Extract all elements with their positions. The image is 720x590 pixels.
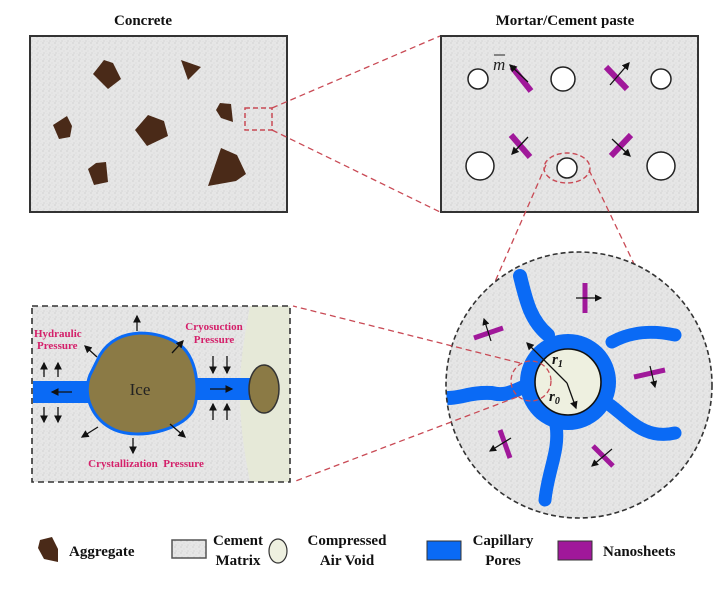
capillary-pore bbox=[603, 398, 682, 441]
air-voids bbox=[465, 66, 676, 181]
circle-orientation-vectors bbox=[482, 294, 658, 467]
cement-matrix-swatch bbox=[171, 539, 207, 559]
cryosuction-label-2: Pressure bbox=[194, 334, 235, 346]
crystallization-arrow bbox=[171, 340, 184, 354]
air-void bbox=[556, 157, 578, 179]
zoom-line bbox=[271, 129, 441, 213]
aggregate-swatch bbox=[38, 537, 58, 562]
orientation-arrow bbox=[511, 136, 529, 155]
r1-arrow bbox=[526, 342, 568, 384]
legend-label: Cement bbox=[213, 533, 263, 549]
zoom-line bbox=[271, 35, 441, 109]
mortar-title: Mortar/Cement paste bbox=[496, 13, 635, 29]
legend-item-capillary-pores: Capillary Pores bbox=[426, 533, 534, 569]
legend-label: Compressed bbox=[308, 533, 388, 549]
capillary-pore bbox=[538, 418, 564, 507]
hydraulic-label-1: Hydraulic bbox=[34, 328, 82, 340]
orientation-arrow bbox=[488, 437, 512, 452]
crystallization-arrow bbox=[80, 426, 99, 438]
legend-label: Aggregate bbox=[69, 544, 135, 560]
capillary-pore bbox=[513, 269, 555, 342]
nanosheet bbox=[633, 367, 666, 380]
orientation-arrow bbox=[649, 365, 658, 389]
aggregate bbox=[53, 116, 72, 139]
aggregate bbox=[181, 60, 201, 80]
compressed-air-void bbox=[534, 348, 602, 416]
air-void bbox=[650, 68, 672, 90]
orientation-arrow bbox=[509, 64, 529, 83]
nanosheets-swatch bbox=[557, 540, 593, 561]
crystallization-arrow bbox=[169, 423, 186, 438]
zoom-region-circle bbox=[510, 360, 552, 402]
air-void-detail: r1 r0 bbox=[445, 251, 713, 519]
crystallization-label: Crystallization Pressure bbox=[88, 458, 204, 470]
nanosheet bbox=[608, 132, 634, 159]
aggregate bbox=[88, 162, 108, 185]
r1-label: r1 bbox=[552, 352, 563, 370]
aggregate bbox=[216, 103, 233, 122]
ice-detail-panel: Ice Hydraulic Pressure Cryosuction Press… bbox=[31, 305, 291, 483]
detail-circle-border bbox=[445, 251, 713, 519]
circle-nanosheets bbox=[473, 283, 666, 468]
legend: Aggregate Cement Matrix Compressed Air V… bbox=[38, 533, 676, 569]
air-void-swatch bbox=[268, 538, 288, 564]
concrete-panel bbox=[29, 35, 288, 213]
aggregate bbox=[93, 60, 121, 89]
mortar-box bbox=[440, 35, 699, 213]
orientation-arrow bbox=[591, 448, 613, 467]
air-void bbox=[465, 151, 495, 181]
legend-item-cement-matrix: Cement Matrix bbox=[171, 533, 263, 569]
aggregate bbox=[208, 148, 246, 186]
capillary-pore bbox=[605, 325, 682, 349]
cryosuction-label-1: Cryosuction bbox=[185, 321, 242, 333]
zoom-line bbox=[292, 305, 521, 364]
legend-label: Matrix bbox=[216, 553, 261, 569]
nanosheet bbox=[508, 133, 533, 159]
air-void bbox=[646, 151, 676, 181]
legend-item-aggregate: Aggregate bbox=[38, 537, 135, 562]
crystallization-arrow bbox=[84, 345, 98, 358]
ice-panel-border bbox=[31, 305, 291, 483]
mortar-panel: m bbox=[440, 35, 699, 213]
capillary-pores-swatch bbox=[426, 540, 462, 561]
legend-item-nanosheets: Nanosheets bbox=[557, 540, 676, 561]
legend-label: Pores bbox=[485, 553, 521, 569]
legend-label: Air Void bbox=[320, 553, 375, 569]
ice-label: Ice bbox=[130, 380, 151, 399]
r0-arrow bbox=[566, 382, 578, 410]
legend-label: Nanosheets bbox=[603, 544, 676, 560]
concrete-title: Concrete bbox=[114, 13, 172, 29]
pressure-arrows bbox=[40, 314, 234, 455]
vector-m-label: m bbox=[493, 55, 505, 74]
r0-label: r0 bbox=[549, 389, 560, 407]
ice-crystal bbox=[85, 331, 199, 436]
orientation-arrow bbox=[609, 62, 630, 86]
orientation-arrow bbox=[611, 138, 631, 157]
orientation-vectors bbox=[509, 62, 631, 157]
legend-item-compressed-air-void: Compressed Air Void bbox=[268, 533, 388, 569]
nanosheet bbox=[497, 429, 513, 459]
air-void bbox=[467, 68, 489, 90]
ice-in-void bbox=[248, 364, 280, 414]
zoom-line bbox=[486, 164, 547, 301]
aggregates bbox=[53, 60, 246, 186]
aggregate bbox=[135, 115, 168, 146]
hydraulic-label-2: Pressure bbox=[37, 340, 78, 352]
orientation-arrow bbox=[482, 317, 492, 342]
air-void bbox=[550, 66, 576, 92]
legend-label: Capillary bbox=[473, 533, 534, 549]
